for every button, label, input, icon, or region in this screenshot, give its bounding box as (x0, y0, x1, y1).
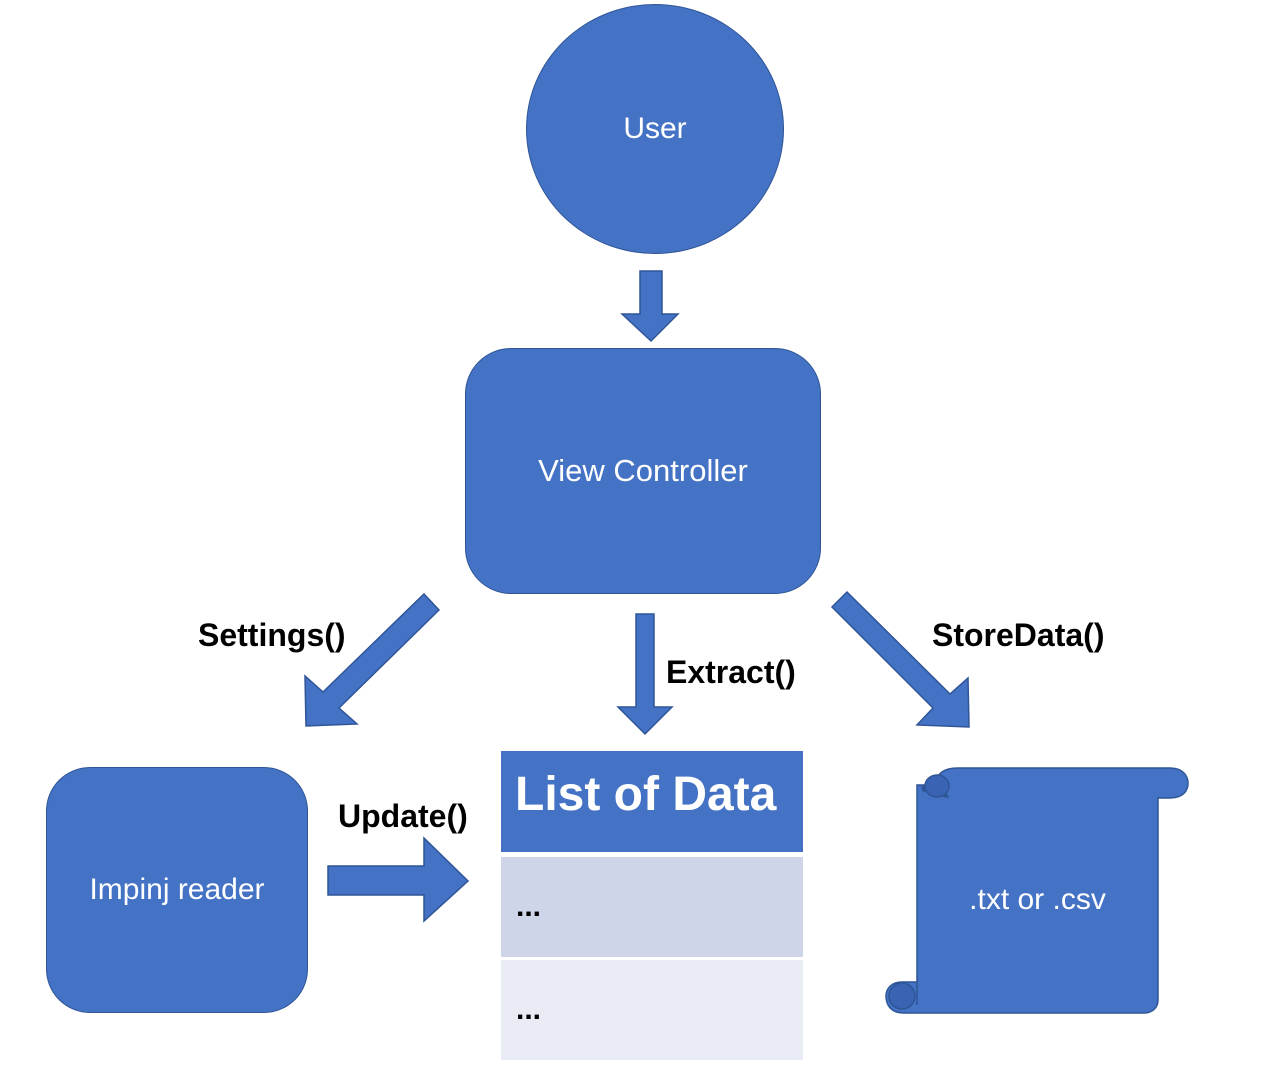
file-document-shape (885, 767, 1189, 1014)
list-row: ... (501, 960, 803, 1060)
list-row-text: ... (516, 993, 542, 1026)
extract-label: Extract() (666, 654, 796, 690)
impinj-reader-node (46, 767, 308, 1013)
arrow-settings (304, 592, 441, 727)
list-header: List of Data (501, 751, 803, 852)
update-label: Update() (338, 798, 468, 834)
view-controller-node (465, 348, 821, 594)
impinj-reader-label: Impinj reader (89, 873, 265, 906)
arrow-extract (616, 613, 674, 736)
settings-label: Settings() (198, 617, 346, 653)
arrow-store-data (830, 590, 970, 728)
list-row: ... (501, 857, 803, 957)
list-row-text: ... (516, 890, 542, 923)
arrow-update (327, 836, 470, 923)
file-label: .txt or .csv (969, 883, 1106, 916)
user-label: User (623, 112, 687, 145)
user-node (526, 4, 784, 254)
list-of-data-table: List of Data ... ... (501, 751, 803, 1061)
store-data-label: StoreData() (932, 617, 1105, 653)
view-controller-label: View Controller (538, 453, 748, 488)
arrow-user-to-view-controller (620, 270, 680, 343)
